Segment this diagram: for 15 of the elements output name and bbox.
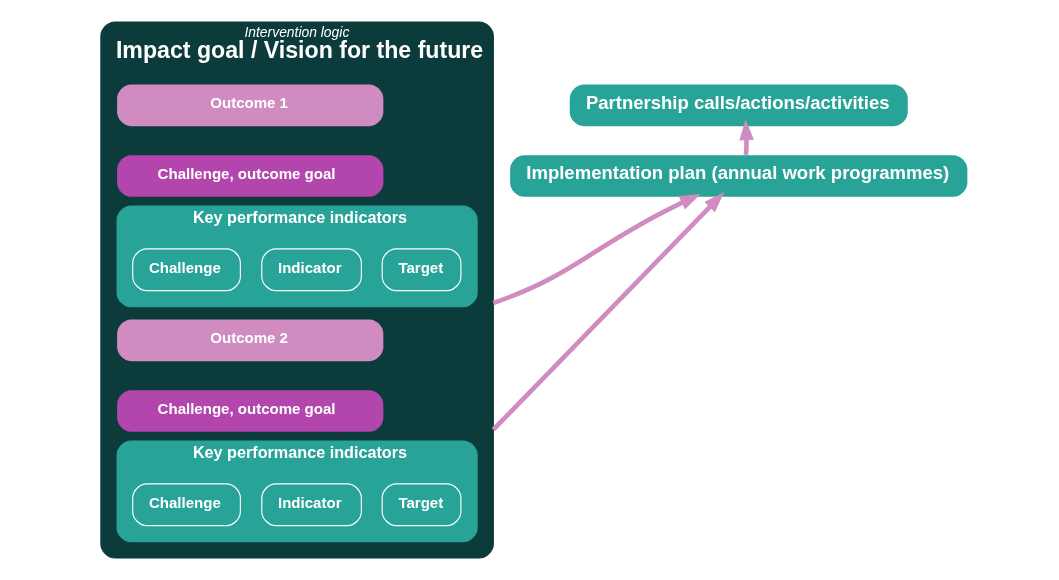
node-box: Implementation plan (annual work programmes) (510, 155, 968, 197)
node-box: Target (381, 248, 462, 292)
node-box: Challenge (132, 248, 241, 292)
arrow (492, 193, 701, 306)
node-box: Challenge (132, 483, 241, 527)
node-box: Indicator (261, 248, 362, 292)
node-box: Indicator (261, 483, 362, 527)
node-box: Challenge, outcome goal (117, 390, 384, 432)
node-box: Challenge, outcome goal (117, 155, 384, 197)
arrow (491, 192, 725, 432)
node-box: Outcome 2 (117, 319, 384, 362)
arrow (739, 119, 754, 156)
node-box: Partnership calls/actions/activities (569, 84, 908, 127)
node-box: Target (381, 483, 462, 527)
node-box: Outcome 1 (117, 84, 384, 127)
